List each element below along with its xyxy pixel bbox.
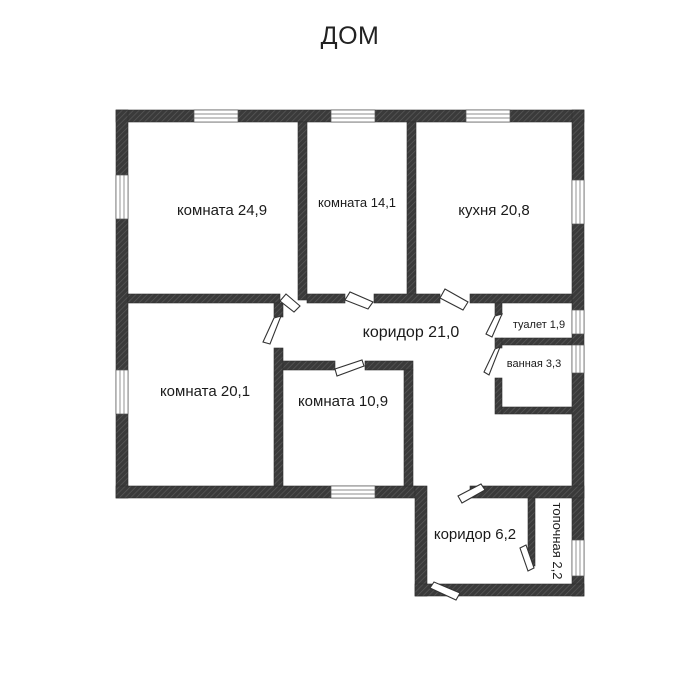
doors bbox=[262, 288, 535, 601]
label-furnace: топочная 2,2 bbox=[550, 503, 565, 580]
door-kitchen bbox=[439, 288, 469, 311]
door-toilet bbox=[485, 313, 503, 338]
exterior-walls bbox=[115, 109, 585, 597]
door-room1 bbox=[279, 293, 301, 313]
door-corridor2 bbox=[457, 483, 486, 504]
label-room4: комната 10,9 bbox=[298, 393, 388, 410]
interior-walls bbox=[127, 121, 573, 567]
windows bbox=[115, 109, 585, 577]
window-top-1 bbox=[193, 109, 239, 123]
window-top-3 bbox=[465, 109, 511, 123]
room-labels: комната 24,9 комната 14,1 кухня 20,8 кор… bbox=[160, 195, 565, 579]
window-right-4 bbox=[571, 539, 585, 577]
door-furnace bbox=[519, 544, 535, 572]
plan-title: ДОМ bbox=[320, 22, 380, 50]
window-bottom-1 bbox=[330, 485, 376, 499]
label-room2: комната 14,1 bbox=[318, 195, 396, 210]
label-toilet: туалет 1,9 bbox=[513, 319, 565, 331]
door-entrance bbox=[429, 581, 461, 601]
window-right-2 bbox=[571, 309, 585, 335]
door-bathroom bbox=[483, 346, 501, 376]
window-top-2 bbox=[330, 109, 376, 123]
label-corridor2: коридор 6,2 bbox=[434, 526, 516, 543]
label-kitchen: кухня 20,8 bbox=[458, 202, 530, 219]
label-room1: комната 24,9 bbox=[177, 202, 267, 219]
window-right-3 bbox=[571, 344, 585, 374]
label-corridor1: коридор 21,0 bbox=[363, 324, 460, 341]
door-room4 bbox=[334, 359, 365, 377]
door-room3 bbox=[262, 315, 282, 345]
door-room2 bbox=[344, 291, 374, 310]
window-left-1 bbox=[115, 174, 129, 220]
label-bathroom: ванная 3,3 bbox=[507, 358, 561, 370]
window-right-1 bbox=[571, 179, 585, 225]
label-room3: комната 20,1 bbox=[160, 383, 250, 400]
window-left-2 bbox=[115, 369, 129, 415]
